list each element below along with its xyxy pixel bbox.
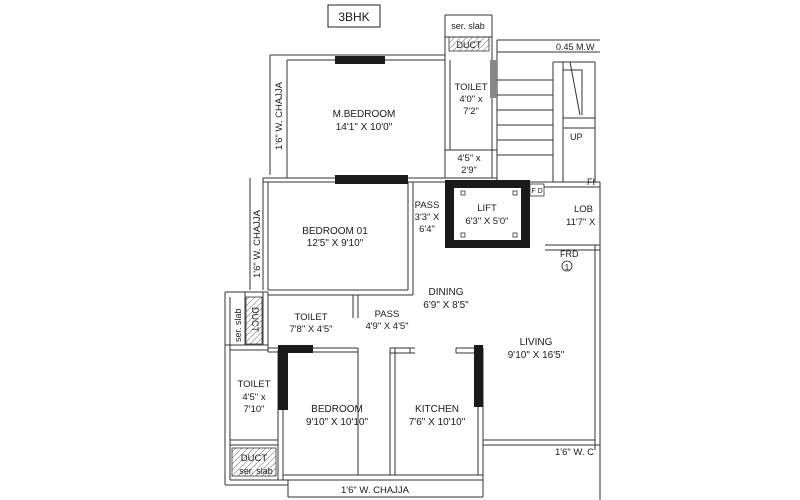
up-label: UP xyxy=(570,132,583,142)
chajja-left-mid: 1'6" W. CHAJJA xyxy=(252,209,263,278)
ser-slab-mid: ser. slab xyxy=(233,308,243,342)
toilet-top-size2: 7'2" xyxy=(463,106,479,117)
living-size: 9'10" X 16'5" xyxy=(508,350,565,361)
frd-label: FRD xyxy=(560,249,579,259)
mw-label: 0.45 M.W xyxy=(556,42,595,52)
living-name: LIVING xyxy=(520,337,553,348)
pass1-name: PASS xyxy=(415,200,440,211)
duct-mid xyxy=(245,296,263,345)
duct-top xyxy=(448,36,490,52)
toilet-left-name: TOILET xyxy=(237,379,270,390)
ser-slab-bottom: ser. slab xyxy=(239,466,273,476)
toilet-mid-size: 7'8" X 4'5" xyxy=(289,324,332,335)
frd-marker xyxy=(561,260,573,272)
chajja-left-top: 1'6" W. CHAJJA xyxy=(274,81,285,150)
bedroom-size: 9'10" X 10'10" xyxy=(306,417,369,428)
lift xyxy=(445,180,530,248)
kitchen-size: 7'6" X 10'10" xyxy=(409,417,466,428)
fire-door-box xyxy=(529,183,545,197)
m-bedroom-size: 14'1" X 10'0" xyxy=(336,122,393,133)
toilet-mid-name: TOILET xyxy=(294,312,327,323)
duct-bottom-label: DUCT xyxy=(241,453,268,464)
ser-slab-top: ser. slab xyxy=(451,21,485,31)
dining-size: 6'9" X 8'5" xyxy=(423,300,469,311)
plan-title: 3BHK xyxy=(338,10,369,24)
toilet-left-size2: 7'10" xyxy=(243,404,264,415)
dining-name: DINING xyxy=(429,287,464,298)
lift-name: LIFT xyxy=(477,203,497,214)
toilet-window xyxy=(490,60,497,98)
bedroom01-name: BEDROOM 01 xyxy=(302,226,368,237)
lobby-size: 11'7" X xyxy=(566,217,596,228)
fd-label: F D xyxy=(531,188,542,195)
passage-top-size1: 4'5" x xyxy=(457,153,480,164)
fi-label: FI xyxy=(587,177,595,187)
kitchen-name: KITCHEN xyxy=(415,404,459,415)
chajja-right: 1'6" W. C xyxy=(555,447,594,458)
bedroom-name: BEDROOM xyxy=(311,404,363,415)
toilet-top-size1: 4'0" x xyxy=(459,94,482,105)
pass2-name: PASS xyxy=(375,309,400,320)
lift-size: 6'3" X 5'0" xyxy=(465,216,508,227)
duct-bottom xyxy=(231,447,277,477)
duct-mid-label: DUCT xyxy=(250,307,260,332)
pass1-size1: 3'3" X xyxy=(415,212,440,223)
pass2-size: 4'9" X 4'5" xyxy=(365,321,408,332)
bedroom01-size: 12'5" X 9'10" xyxy=(307,238,364,249)
window-bars xyxy=(278,56,483,410)
passage-top-size2: 2'9" xyxy=(461,165,477,176)
toilet-top-name: TOILET xyxy=(454,82,487,93)
pass1-size2: 6'4" xyxy=(419,224,435,235)
duct-top-label: DUCT xyxy=(457,40,482,50)
m-bedroom-name: M.BEDROOM xyxy=(333,109,396,120)
toilet-left-size1: 4'5" x xyxy=(242,392,265,403)
chajja-bottom: 1'6" W. CHAJJA xyxy=(341,485,410,496)
lobby-name: LOB xyxy=(574,204,593,215)
title-box xyxy=(327,4,381,28)
frd-number: 1 xyxy=(565,263,570,272)
